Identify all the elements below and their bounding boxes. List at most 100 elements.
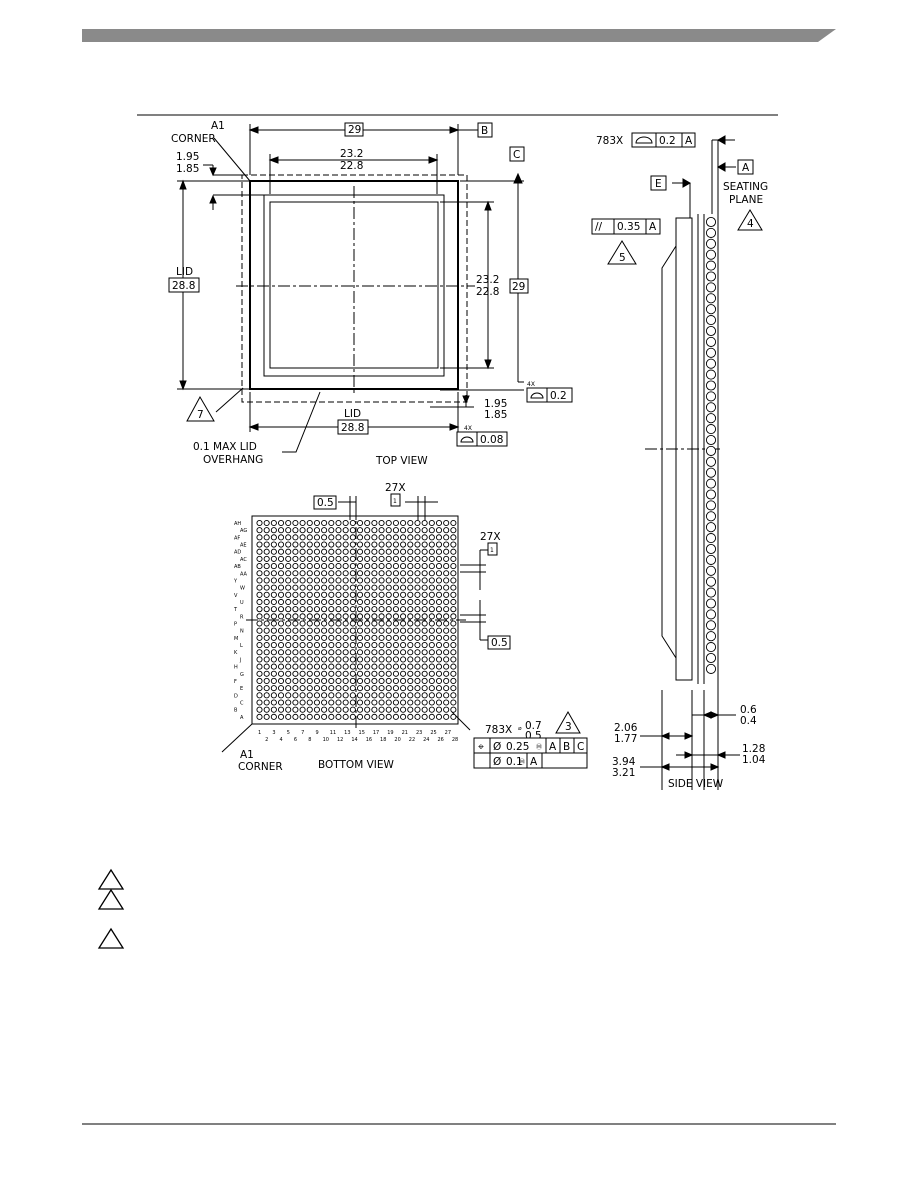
note-3-triangle — [555, 710, 581, 734]
solder-ball — [400, 692, 407, 699]
solder-ball — [292, 627, 299, 634]
solder-ball — [392, 606, 399, 613]
solder-ball — [299, 613, 306, 620]
solder-ball — [414, 634, 421, 641]
solder-ball — [306, 534, 313, 541]
solder-ball — [400, 548, 407, 555]
solder-ball — [349, 598, 356, 606]
solder-ball — [385, 563, 392, 570]
solder-ball — [349, 656, 356, 663]
solder-ball — [277, 685, 285, 692]
solder-ball — [299, 713, 306, 720]
solder-ball — [428, 634, 435, 641]
solder-ball — [385, 670, 392, 677]
solder-ball — [263, 699, 270, 706]
solder-ball — [392, 613, 399, 620]
solder-ball — [392, 620, 399, 627]
row-label: AB — [234, 564, 241, 570]
solder-ball — [299, 570, 306, 577]
solder-ball — [450, 563, 457, 570]
a1-corner-label-1: A1 — [211, 120, 225, 132]
solder-ball — [299, 649, 306, 656]
solder-ball — [385, 598, 392, 606]
solder-ball — [342, 584, 349, 591]
solder-ball — [435, 613, 443, 620]
diameter-symbol: ⌀ — [518, 725, 522, 732]
overall-dim-max: 3.94 — [612, 756, 636, 768]
solder-ball — [407, 584, 414, 591]
solder-ball — [270, 577, 277, 584]
solder-ball — [414, 627, 421, 634]
solder-ball — [313, 656, 320, 663]
solder-ball — [270, 606, 277, 613]
row-label: J — [239, 657, 241, 663]
row-label: M — [234, 636, 238, 642]
solder-ball — [263, 613, 270, 620]
solder-ball — [321, 692, 328, 699]
solder-ball — [400, 570, 407, 577]
solder-ball — [342, 706, 349, 713]
solder-ball — [306, 591, 313, 598]
solder-ball — [270, 527, 277, 534]
solder-ball — [321, 519, 328, 527]
solder-ball — [321, 663, 328, 670]
solder-ball — [270, 670, 277, 677]
row-label: T — [233, 607, 238, 613]
solder-ball — [285, 563, 292, 570]
solder-ball — [313, 642, 320, 649]
mmc-icon: Ⓜ — [536, 743, 542, 751]
solder-ball — [356, 606, 364, 613]
solder-ball — [256, 570, 263, 577]
solder-ball — [335, 534, 342, 541]
solder-ball — [270, 541, 277, 548]
solder-ball — [421, 519, 428, 527]
solder-ball — [256, 663, 263, 670]
solder-ball — [428, 663, 435, 670]
solder-ball — [292, 634, 299, 641]
solder-ball — [443, 642, 450, 649]
solder-ball — [364, 606, 371, 613]
solder-ball — [356, 563, 364, 570]
solder-ball — [356, 548, 364, 555]
solder-ball — [292, 584, 299, 591]
solder-ball — [378, 663, 385, 670]
solder-ball — [428, 591, 435, 598]
side-solder-ball — [705, 293, 717, 304]
solder-ball — [256, 670, 263, 677]
solder-ball — [256, 699, 263, 706]
solder-ball — [256, 577, 263, 584]
solder-ball — [428, 584, 435, 591]
solder-ball — [292, 670, 299, 677]
side-solder-ball — [705, 533, 717, 544]
solder-ball — [321, 642, 328, 649]
solder-ball — [435, 591, 443, 598]
solder-ball — [342, 613, 349, 620]
solder-ball — [407, 649, 414, 656]
solder-ball — [349, 541, 356, 548]
solder-ball — [428, 577, 435, 584]
solder-ball — [285, 527, 292, 534]
row-label: E — [240, 686, 243, 692]
note-5: 5 — [619, 252, 626, 264]
solder-ball — [435, 570, 443, 577]
solder-ball — [292, 649, 299, 656]
solder-ball — [306, 663, 313, 670]
solder-ball — [299, 642, 306, 649]
solder-ball — [385, 527, 392, 534]
solder-ball — [285, 627, 292, 634]
solder-ball — [292, 606, 299, 613]
solder-ball — [428, 598, 435, 606]
row-label: F — [234, 679, 237, 685]
solder-ball — [263, 591, 270, 598]
solder-ball — [443, 656, 450, 663]
row-label: H — [234, 665, 238, 671]
tol-1-datum-b: B — [563, 741, 570, 753]
solder-ball — [407, 548, 414, 555]
top-view — [177, 124, 524, 453]
col-label: 26 — [438, 737, 444, 743]
solder-ball — [414, 519, 421, 527]
solder-ball — [299, 534, 306, 541]
solder-ball — [356, 534, 364, 541]
solder-ball — [356, 613, 364, 620]
